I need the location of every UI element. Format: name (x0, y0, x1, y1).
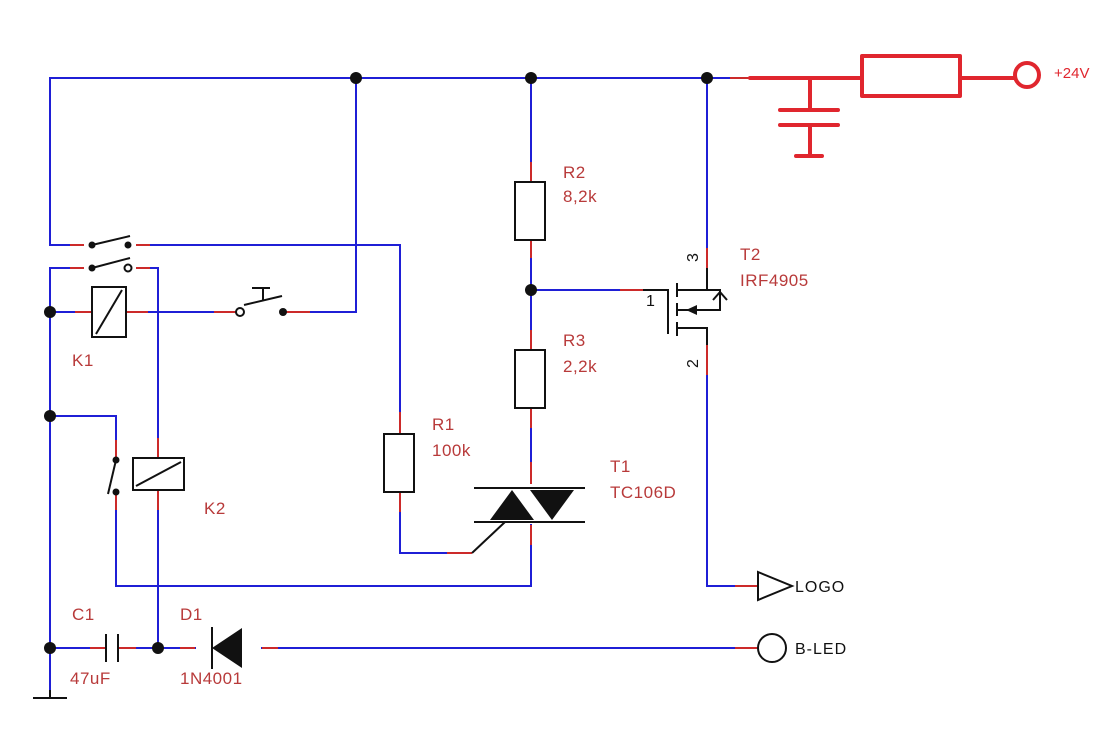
k1-contact2-right-wire (149, 267, 159, 439)
t2-drain-wire (706, 374, 758, 587)
mosfet-t2 (643, 268, 728, 345)
r2-resistor (514, 181, 546, 241)
k1-coil (91, 286, 127, 338)
r1-feed-wire (149, 244, 401, 435)
logo-label: LOGO (795, 579, 845, 596)
r2-ref-label: R2 (563, 163, 586, 182)
diode-d1: D1 1N4001 (180, 605, 243, 688)
k2-contact-return-wire (115, 509, 532, 587)
triac-t1 (471, 487, 585, 554)
k1-contact-feed-wire (49, 77, 71, 246)
t2-ref-label: T2 (740, 245, 761, 264)
r1-ref-label: R1 (432, 415, 455, 434)
t2-pin-gate-label: 1 (646, 293, 656, 310)
c1-ref-label: C1 (72, 605, 95, 624)
relay-k2: K2 (107, 456, 226, 518)
relay-k1: K1 (72, 235, 133, 370)
t2-pin-source-label: 3 (685, 252, 702, 262)
t1-value-label: TC106D (610, 483, 676, 502)
pushbutton-switch (235, 287, 287, 317)
supply-label: +24V (1054, 65, 1089, 82)
capacitor-c1: C1 47uF (70, 605, 119, 688)
d1-ref-label: D1 (180, 605, 203, 624)
r3-resistor (514, 349, 546, 409)
bled-port: B-LED (757, 633, 847, 663)
junctions (44, 72, 713, 654)
k1-contact2-left-wire (49, 267, 71, 313)
r2-value-label: 8,2k (563, 187, 597, 206)
k1-label: K1 (72, 351, 94, 370)
k2-contact-feed-wire (49, 415, 117, 441)
resistors (383, 181, 546, 493)
r3-ref-label: R3 (563, 331, 586, 350)
triac-gate-wire (399, 491, 448, 554)
supply-section: +24V (748, 54, 1089, 158)
k2-contact (107, 459, 117, 495)
bled-label: B-LED (795, 641, 847, 658)
pushbutton-right-wire (284, 77, 357, 313)
labels: R2 8,2k R3 2,2k R1 100k T1 TC106D T2 IRF… (432, 163, 809, 502)
k2-coil (132, 457, 185, 491)
wires (49, 77, 758, 691)
k1-contact-1 (91, 235, 131, 246)
logo-port: LOGO (757, 570, 845, 602)
r3-value-label: 2,2k (563, 357, 597, 376)
d1-value-label: 1N4001 (180, 669, 243, 688)
k2-label: K2 (204, 499, 226, 518)
t1-ref-label: T1 (610, 457, 631, 476)
r1-resistor (383, 433, 415, 493)
c1-value-label: 47uF (70, 669, 111, 688)
k1-contact-2 (91, 257, 131, 269)
supply-capacitor (778, 76, 840, 158)
supply-resistor (860, 54, 962, 98)
r1-value-label: 100k (432, 441, 471, 460)
pin-stubs (70, 77, 757, 649)
t2-value-label: IRF4905 (740, 271, 809, 290)
t2-pin-drain-label: 2 (685, 358, 702, 368)
ground-symbol (33, 690, 67, 699)
supply-terminal (1013, 61, 1041, 89)
